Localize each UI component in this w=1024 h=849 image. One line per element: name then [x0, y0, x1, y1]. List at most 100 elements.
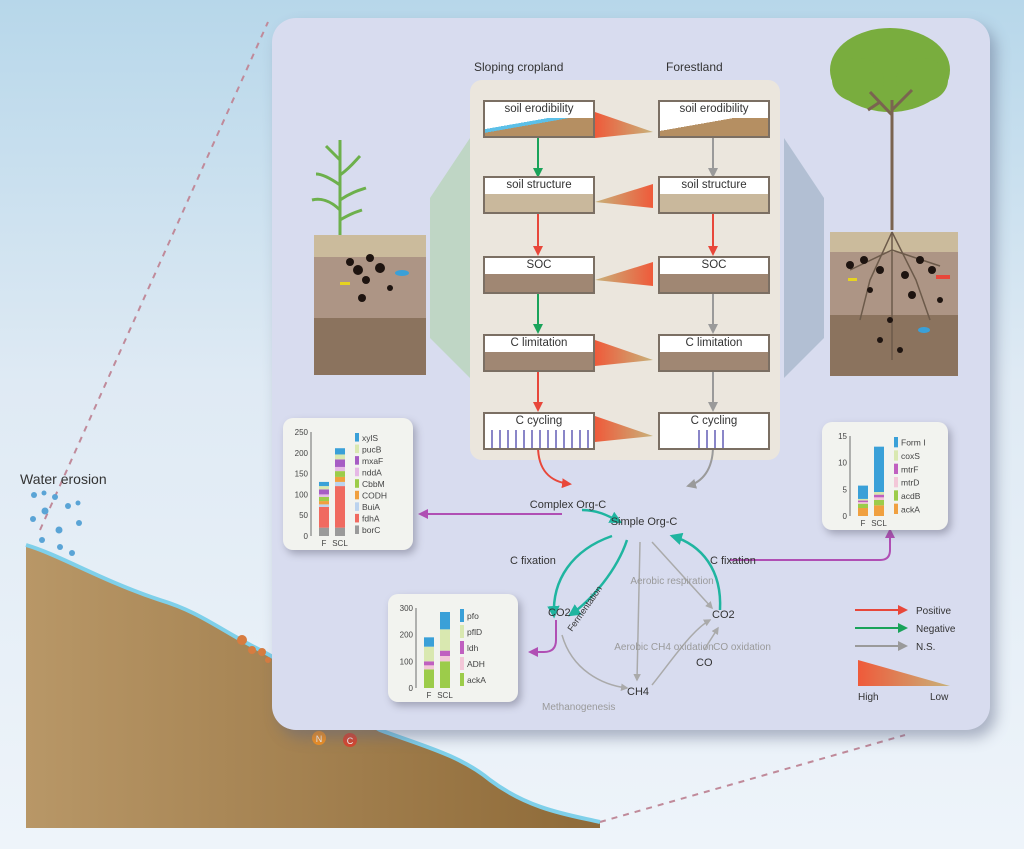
forest-column-title: Forestland	[666, 60, 723, 74]
bar-segment-coxS	[858, 498, 868, 501]
y-tick-label: 0	[304, 532, 309, 541]
bar-segment-borC	[335, 527, 345, 536]
node-forest-c-limitation: C limitation	[658, 334, 770, 372]
legend-entry: ackA	[901, 504, 920, 514]
bar-segment-pfo	[440, 612, 450, 630]
legend-swatch	[460, 657, 464, 670]
legend-ns-label: N.S.	[916, 642, 935, 653]
bar-segment-pflD	[424, 646, 434, 662]
legend-swatch	[460, 609, 464, 622]
bar-segment-pucB	[335, 454, 345, 460]
legend-entry: pflD	[467, 627, 482, 637]
bar-segment-mxaF	[319, 489, 329, 495]
bar-segment-CODH	[335, 476, 345, 482]
legend: Positive Negative N.S. High Low	[855, 605, 956, 703]
x-tick-label: SCL	[871, 519, 887, 528]
link-to-right-chart	[730, 528, 895, 561]
bar-segment-ldh	[440, 650, 450, 656]
tree-icon	[830, 28, 950, 230]
legend-swatch	[894, 450, 898, 461]
bar-segment-CODH	[319, 501, 329, 505]
ch4-label: CH4	[627, 686, 649, 698]
legend-entry: coxS	[901, 451, 920, 461]
aerobic-respiration-label: Aerobic respiration	[630, 576, 713, 587]
node-cropland-soil-erodibility: soil erodibility	[483, 100, 595, 138]
c-fixation-right-arrow	[669, 532, 722, 611]
bar-segment-ackA	[424, 669, 434, 688]
legend-swatch	[355, 444, 359, 454]
bar-segment-ackA	[440, 661, 450, 688]
forest-soil-profile	[830, 28, 958, 376]
crop-plant-icon	[311, 140, 367, 235]
legend-swatch	[355, 433, 359, 442]
y-tick-label: 5	[843, 485, 848, 494]
bar-segment-coxS	[874, 492, 884, 495]
carbon-badge	[343, 733, 357, 747]
c-fixation-left-arrow	[547, 534, 613, 619]
bar-segment-fdhA	[335, 486, 345, 528]
legend-swatch	[355, 525, 359, 534]
bar-segment-Form I	[874, 446, 884, 492]
legend-entry: CODH	[362, 491, 387, 501]
legend-entry: nddA	[362, 467, 382, 477]
legend-entry: Form I	[901, 438, 926, 448]
legend-swatch	[355, 502, 359, 511]
legend-swatch	[894, 463, 898, 474]
legend-high-label: High	[858, 692, 879, 703]
legend-swatch	[355, 490, 359, 500]
gradient-triangle-2	[595, 184, 653, 208]
gradient-triangle-3	[595, 262, 653, 286]
legend-entry: pucB	[362, 444, 382, 454]
legend-swatch	[894, 503, 898, 514]
legend-entry: mtrF	[901, 464, 918, 474]
node-cropland-c-limitation: C limitation	[483, 334, 595, 372]
legend-entry: acdB	[901, 491, 921, 501]
bar-segment-ackA	[858, 508, 868, 516]
co-oxidation-label: CO oxidation	[713, 642, 771, 653]
bar-segment-mtrD	[858, 502, 868, 504]
bar-segment-BuiA	[335, 481, 345, 487]
legend-swatch	[894, 437, 898, 448]
legend-entry: mxaF	[362, 456, 383, 466]
panel-decor	[430, 138, 824, 378]
bar-segment-BuiA	[319, 504, 329, 507]
bar-segment-acdB	[858, 503, 868, 508]
legend-entry: ldh	[467, 643, 479, 653]
bar-segment-Form I	[858, 485, 868, 499]
gradient-triangle-5	[595, 416, 653, 442]
ch4-oxidation-arrow	[651, 619, 712, 686]
cropland-arrow-5	[537, 445, 572, 489]
legend-entry: ackA	[467, 675, 486, 685]
cropland-soil-profile	[311, 140, 426, 375]
co-oxidation-arrow	[703, 626, 719, 651]
y-tick-label: 100	[400, 657, 414, 666]
bar-segment-pfo	[424, 637, 434, 647]
y-tick-label: 15	[838, 432, 847, 441]
water-droplets	[30, 490, 82, 556]
legend-swatch	[355, 513, 359, 523]
zoom-line-bottom	[599, 734, 906, 823]
bar-segment-mtrD	[874, 497, 884, 500]
cropland-column-title: Sloping cropland	[474, 60, 564, 74]
x-tick-label: F	[322, 539, 327, 548]
node-forest-c-cycling: C cycling	[658, 412, 770, 450]
svg-text:N: N	[316, 734, 323, 744]
y-tick-label: 0	[843, 512, 848, 521]
node-forest-soc: SOC	[658, 256, 770, 294]
legend-entry: pfo	[467, 611, 479, 621]
svg-text:C: C	[347, 736, 354, 746]
bar-segment-acdB	[874, 500, 884, 506]
y-tick-label: 250	[295, 428, 309, 437]
legend-swatch	[460, 673, 464, 686]
legend-entry: ADH	[467, 659, 485, 669]
legend-entry: CbbM	[362, 479, 385, 489]
bar-segment-pucB	[319, 486, 329, 490]
bar-segment-ackA	[874, 505, 884, 516]
x-tick-label: F	[427, 691, 432, 700]
complex-to-simple-arrow	[581, 508, 623, 524]
water-erosion-label: Water erosion	[20, 471, 107, 487]
bar-segment-ldh	[424, 661, 434, 666]
